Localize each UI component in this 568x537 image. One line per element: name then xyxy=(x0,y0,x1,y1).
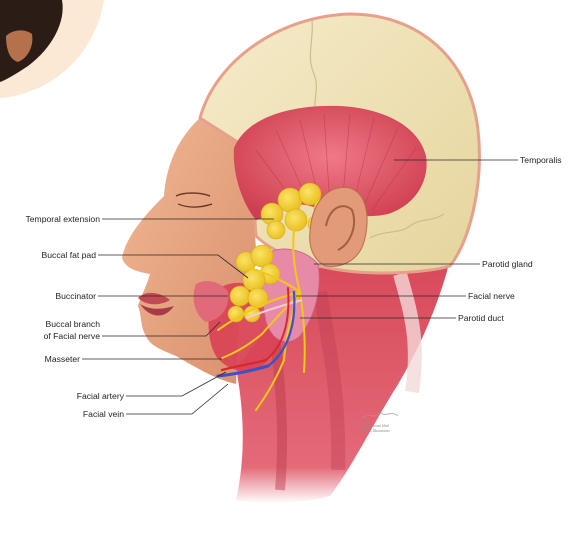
label-buccal-fat-pad: Buccal fat pad xyxy=(42,250,97,260)
label-facial-nerve: Facial nerve xyxy=(468,291,515,301)
label-masseter: Masseter xyxy=(45,354,80,364)
label-parotid-gland: Parotid gland xyxy=(482,259,533,269)
credit-line-1: ©2019 Noomi Ideal xyxy=(360,423,389,428)
label-parotid-duct: Parotid duct xyxy=(458,313,504,323)
credit-line-2: Health Illustrations xyxy=(362,429,390,433)
label-temporalis: Temporalis xyxy=(520,155,562,165)
label-facial-vein: Facial vein xyxy=(83,409,124,419)
label-temporal-extension: Temporal extension xyxy=(25,214,100,224)
label-buccinator: Buccinator xyxy=(55,291,96,301)
portrait-corner xyxy=(0,0,104,98)
label-buccal-branch-line2: of Facial nerve xyxy=(44,331,101,341)
label-buccal-branch-line1: Buccal branch xyxy=(46,319,101,329)
label-facial-artery: Facial artery xyxy=(77,391,125,401)
